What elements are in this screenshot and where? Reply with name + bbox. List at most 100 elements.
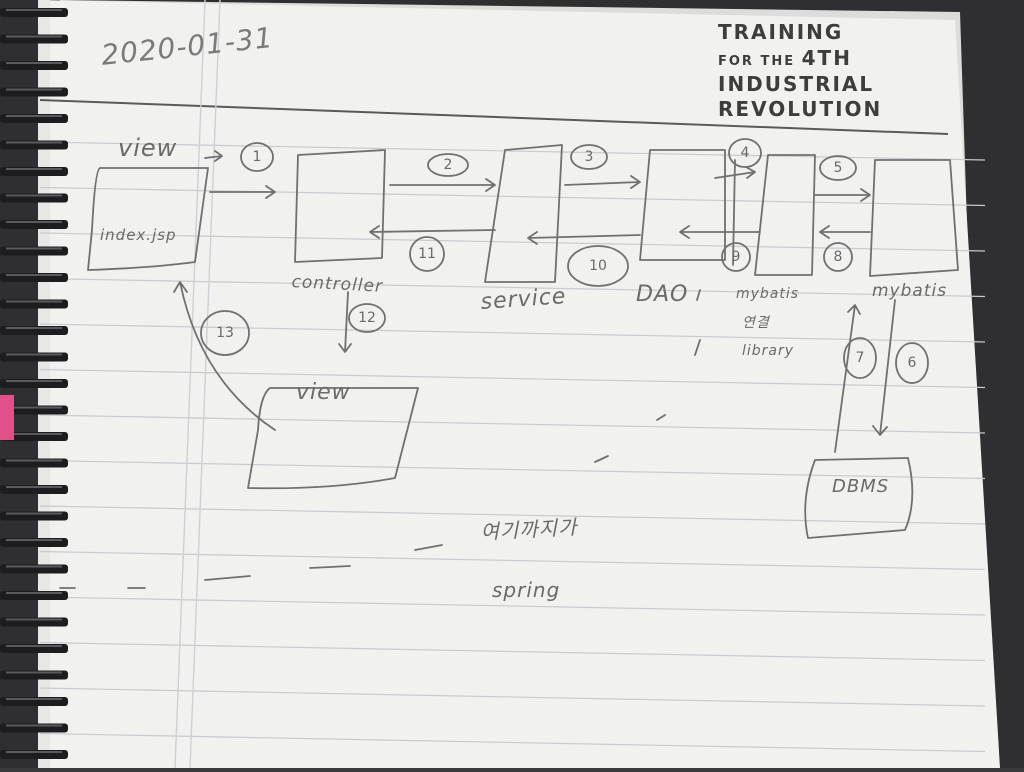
arrow-7 (834, 304, 861, 453)
spiral-ring-highlight (6, 62, 62, 64)
box-mybatis-library (754, 154, 816, 276)
note-spring: spring (492, 578, 561, 602)
box-view-bottom (247, 387, 419, 490)
box-dao (639, 149, 726, 261)
spiral-ring-highlight (6, 618, 62, 621)
step-6: 6 (907, 355, 917, 371)
box-index-jsp (87, 167, 209, 271)
step-12: 12 (358, 310, 376, 326)
spiral-ring-highlight (6, 433, 62, 435)
box-dbms (804, 457, 914, 539)
pink-tab (0, 395, 14, 440)
margin-line (174, 0, 206, 769)
circle-7 (843, 337, 877, 379)
step-3: 3 (584, 149, 594, 165)
box-mybatis (869, 159, 959, 277)
spiral-ring-highlight (6, 300, 62, 303)
margin-line-2 (189, 0, 221, 769)
circle-13 (200, 310, 250, 356)
ruled-line (39, 141, 986, 161)
arrow-8 (819, 225, 871, 239)
ruled-line (39, 641, 986, 662)
arrow-5 (814, 188, 871, 202)
circle-6 (895, 342, 929, 384)
spiral-ring-highlight (6, 88, 62, 91)
ruled-line (39, 596, 986, 616)
label-view-bottom: view (296, 380, 351, 405)
header-rule (39, 99, 949, 135)
stray-mark-2 (696, 289, 701, 301)
circle-2 (427, 153, 469, 177)
circle-3 (570, 144, 608, 170)
arrow-2 (389, 178, 496, 192)
label-mybatis-library-1: mybatis (736, 286, 800, 302)
spiral-ring-highlight (6, 724, 62, 727)
ruled-line (39, 414, 986, 434)
label-mybatis-library-2: 연결 (742, 315, 770, 331)
stray-marks (59, 339, 701, 589)
spiral-ring-highlight (6, 539, 62, 541)
arrow-1 (209, 185, 276, 199)
spiral-ring-highlight (6, 35, 62, 38)
spiral-ring-highlight (6, 751, 62, 753)
circle-11 (409, 236, 445, 272)
spiral-ring-highlight (6, 565, 62, 568)
arrow-12 (338, 291, 352, 353)
brand-line-1: TRAINING (718, 20, 844, 44)
spiral-ring-highlight (6, 592, 62, 594)
spiral-ring-highlight (6, 141, 62, 144)
spiral-ring-highlight (6, 353, 62, 356)
ruled-line (39, 368, 986, 389)
step-8: 8 (833, 249, 843, 265)
step-11: 11 (418, 246, 436, 262)
connector-line (732, 159, 736, 266)
label-dao: DAO (636, 282, 689, 307)
spiral-ring-highlight (6, 247, 62, 250)
label-mybatis: mybatis (872, 281, 948, 301)
label-mybatis-library-3: library (742, 343, 795, 359)
label-dbms: DBMS (832, 476, 890, 497)
arrow-11 (369, 225, 496, 239)
pencil-diagram (59, 138, 959, 589)
brand-line-2-suffix: 4TH (801, 46, 852, 70)
brand-logo: TRAINING FOR THE 4TH INDUSTRIAL REVOLUTI… (718, 22, 882, 119)
ruled-line (39, 687, 986, 707)
label-index-jsp: index.jsp (100, 226, 177, 244)
spiral-ring-highlight (6, 115, 62, 117)
label-controller: controller (291, 272, 384, 297)
spiral-ring-highlight (6, 512, 62, 515)
step-5: 5 (833, 160, 843, 176)
circle-5 (819, 155, 857, 181)
ruled-line (39, 459, 986, 480)
arrow-3 (564, 175, 641, 189)
spiral-ring-highlight (6, 380, 62, 382)
circle-12 (348, 303, 386, 333)
ruled-line (39, 277, 986, 298)
brand-line-2-prefix: FOR THE (718, 54, 796, 69)
ruled-line (39, 323, 986, 343)
spiral-ring-highlight (6, 406, 62, 409)
circle-9 (721, 242, 751, 272)
label-service: service (479, 284, 568, 315)
step-2: 2 (443, 157, 453, 173)
label-view-top: view (118, 134, 178, 162)
note-korean: 여기까지가 (479, 514, 579, 544)
step-4: 4 (740, 145, 750, 161)
ruled-line (39, 550, 986, 571)
spiral-ring-highlight (6, 221, 62, 223)
spiral-ring-highlight (6, 486, 62, 488)
arrow-view (204, 150, 223, 162)
brand-line-3: INDUSTRIAL (718, 72, 875, 96)
spiral-ring-highlight (6, 698, 62, 700)
spiral-ring-highlight (6, 327, 62, 329)
spiral-binding (0, 8, 68, 759)
step-13: 13 (216, 325, 234, 341)
step-1: 1 (252, 149, 262, 165)
circle-8 (823, 242, 853, 272)
circle-10 (567, 245, 629, 287)
spiral-ring-highlight (6, 9, 62, 11)
ruled-lines (39, 141, 986, 753)
circle-4 (728, 138, 762, 168)
